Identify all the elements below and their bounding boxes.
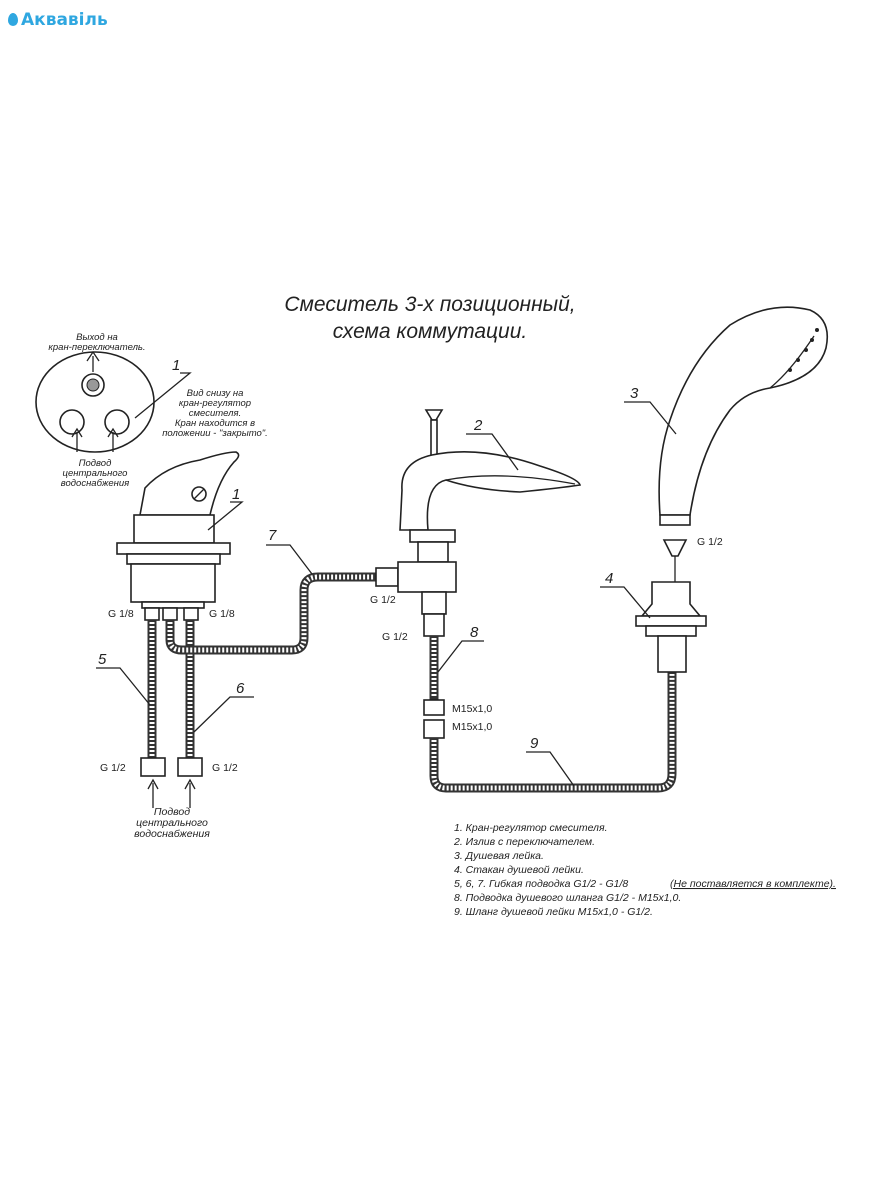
leader-4 (600, 586, 651, 619)
inset-view-line4: Кран находится в (175, 418, 255, 429)
inset-view-line2: кран-регулятор (179, 398, 251, 409)
legend-item-5: 5, 6, 7. Гибкая подводка G1/2 - G1/8 (454, 878, 628, 890)
inset-view-line3: смесителя. (189, 408, 241, 419)
nut-m15-b (423, 719, 445, 739)
leader-2 (466, 433, 519, 471)
regulator-tap (116, 451, 240, 621)
inset-supply-line3: водоснабжения (61, 478, 129, 489)
thread-g18-right: G 1/8 (209, 608, 235, 620)
leader-1 (207, 501, 244, 531)
inset-outlet-line1: Выход на (76, 332, 118, 343)
inset-supply-line2: центрального (63, 468, 128, 479)
label-4: 4 (605, 570, 613, 587)
inset-view-line5: положении - "закрыто". (162, 428, 268, 439)
label-5: 5 (98, 651, 107, 668)
leader-7 (266, 544, 313, 575)
legend-item-2: 2. Излив с переключателем. (453, 836, 595, 848)
leader-6 (193, 696, 254, 733)
supply-line2: центрального (136, 817, 208, 829)
supply-arrow-right (184, 778, 196, 808)
thread-g12-left: G 1/2 (100, 762, 126, 774)
label-9: 9 (530, 735, 539, 752)
legend: 1. Кран-регулятор смесителя. 2. Излив с … (453, 822, 836, 918)
thread-m15-a: M15x1,0 (452, 703, 492, 715)
inset-outlet-line2: кран-переключатель. (48, 342, 145, 353)
leader-8 (437, 640, 484, 673)
water-drop-icon (8, 13, 18, 26)
thread-g18-left: G 1/8 (108, 608, 134, 620)
legend-note: (Не поставляется в комплекте). (670, 878, 836, 890)
legend-item-7: 9. Шланг душевой лейки M15x1,0 - G1/2. (454, 906, 653, 918)
legend-item-3: 3. Душевая лейка. (454, 850, 544, 862)
nut-left (140, 757, 166, 777)
hose-7 (165, 572, 376, 655)
hose-9 (429, 672, 677, 793)
thread-m15-b: M15x1,0 (452, 721, 492, 733)
label-8: 8 (470, 624, 479, 641)
thread-g12-shower: G 1/2 (697, 536, 723, 548)
diagram-title-line2: схема коммутации. (333, 320, 527, 343)
spout-with-switch (397, 409, 582, 637)
supply-line3: водоснабжения (134, 828, 210, 840)
inset-supply-line1: Подвод (79, 458, 112, 469)
label-7: 7 (268, 527, 277, 544)
thread-g12-tee: G 1/2 (370, 594, 396, 606)
brand-name: Акваві̇ль (21, 10, 108, 30)
supply-arrow-left (147, 778, 159, 808)
label-1-inset: 1 (172, 357, 180, 374)
shower-head (658, 306, 829, 582)
brand-logo: Акваві̇ль (8, 10, 108, 30)
label-1: 1 (232, 486, 240, 503)
inset-bottom-view (35, 350, 155, 453)
thread-g12-right: G 1/2 (212, 762, 238, 774)
label-2: 2 (473, 417, 483, 434)
inset-view-line1: Вид снизу на (187, 388, 244, 399)
legend-item-1: 1. Кран-регулятор смесителя. (454, 822, 608, 834)
label-3: 3 (630, 385, 639, 402)
legend-item-6: 8. Подводка душевого шланга G1/2 - M15x1… (454, 892, 681, 904)
leader-9 (526, 751, 575, 787)
supply-line1: Подвод (154, 806, 190, 818)
legend-item-4: 4. Стакан душевой лейки. (454, 864, 584, 876)
leader-1-inset (134, 372, 192, 419)
thread-g12-mid: G 1/2 (382, 631, 408, 643)
leader-5 (96, 667, 151, 706)
diagram-title-line1: Смеситель 3-х позиционный, (284, 293, 575, 316)
nut-m15-a (423, 699, 445, 716)
shower-holder (635, 581, 707, 673)
leader-3 (624, 401, 677, 435)
nut-right (177, 757, 203, 777)
tee-nut (375, 567, 399, 587)
label-6: 6 (236, 680, 245, 697)
